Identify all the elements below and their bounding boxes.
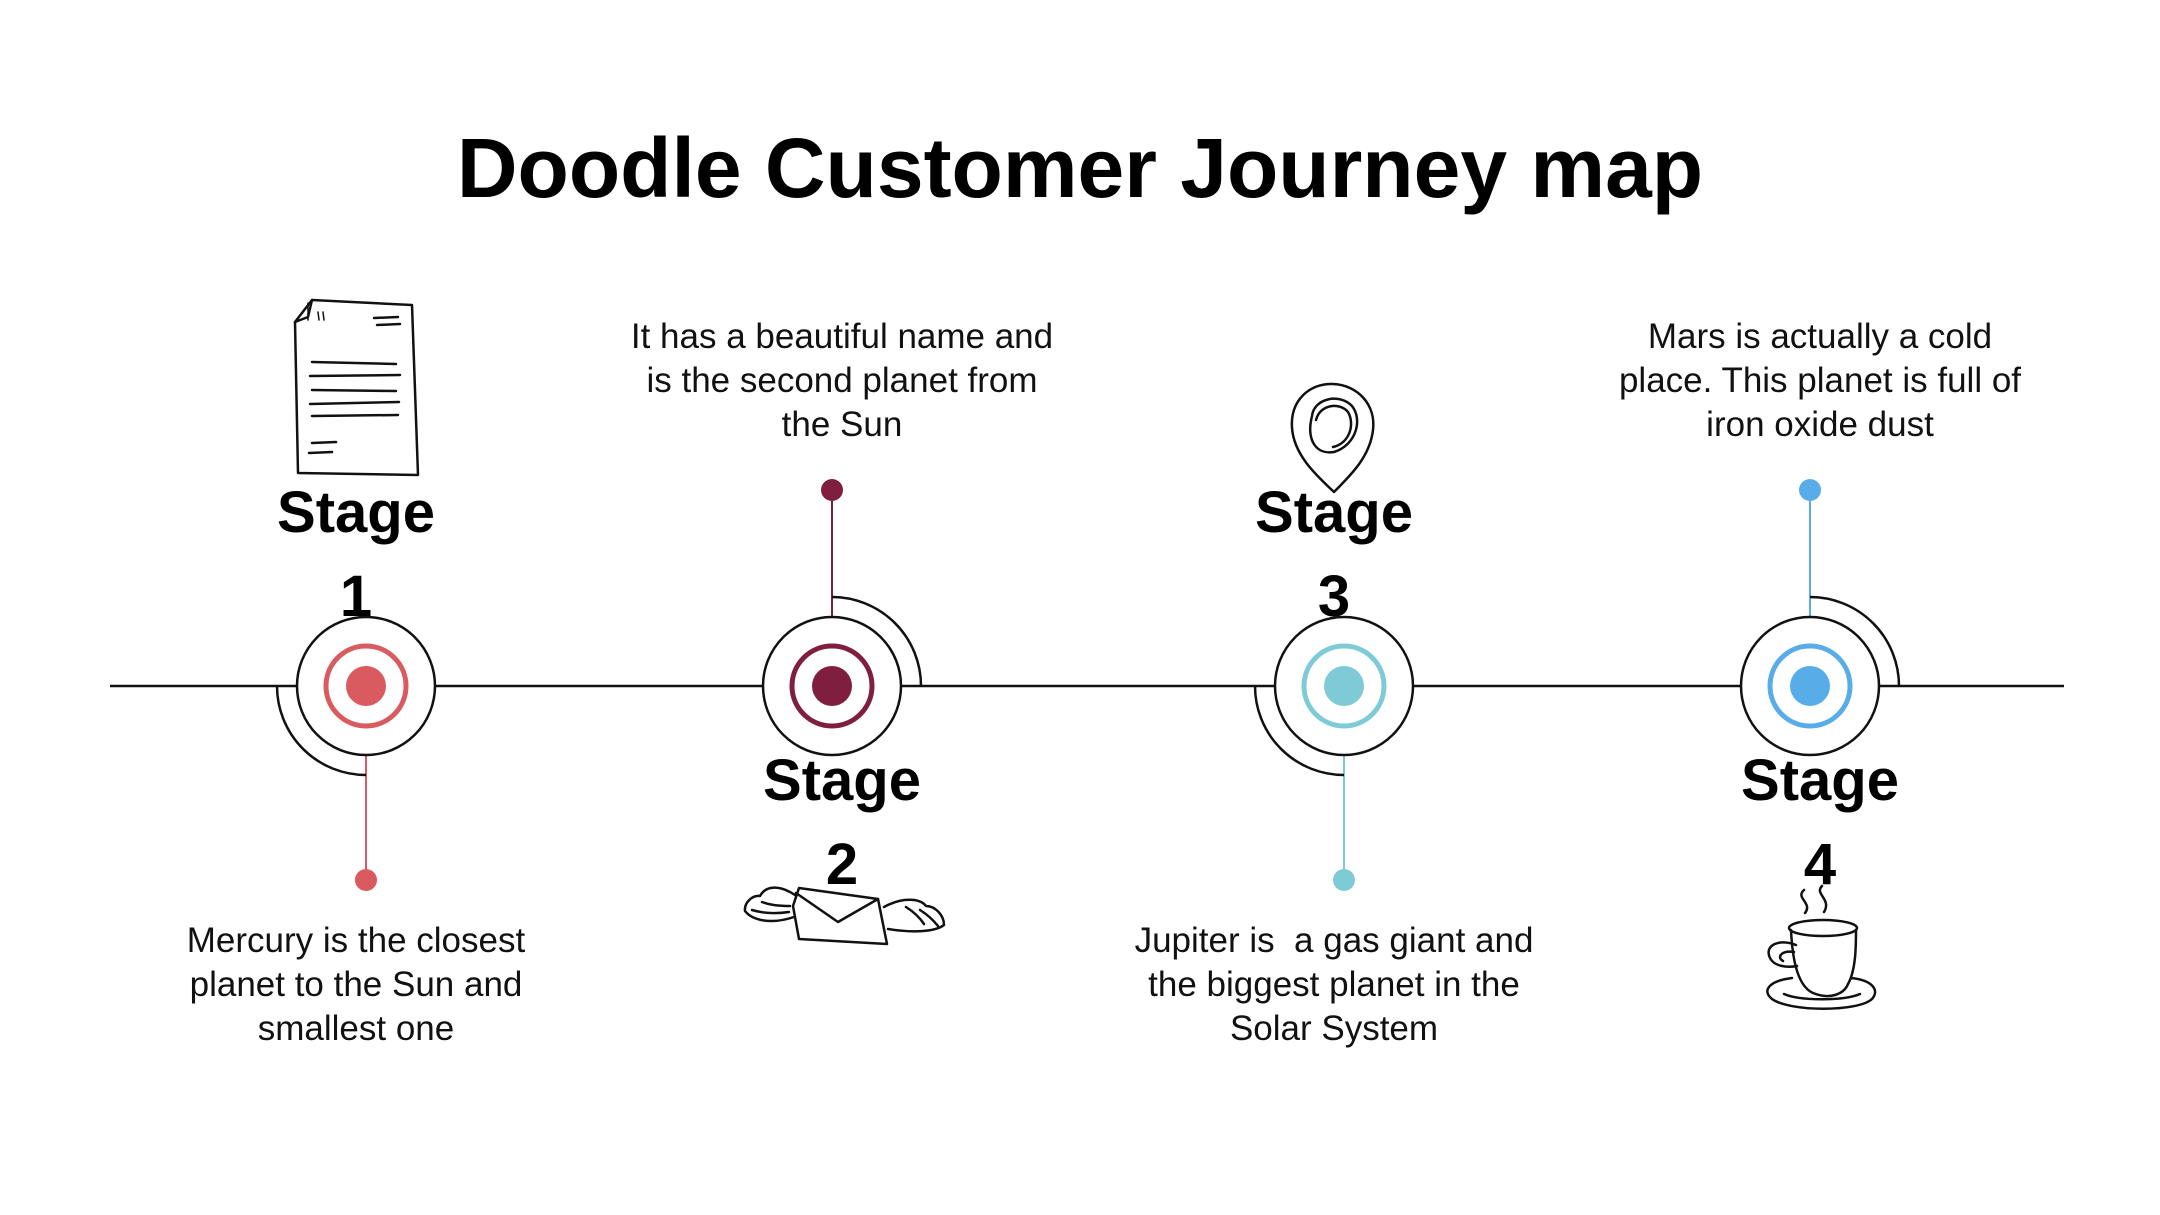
stage-3-inner-ring bbox=[1301, 643, 1387, 729]
stage-3-label: Stage bbox=[1255, 480, 1413, 545]
document-icon bbox=[293, 298, 420, 477]
stage-4-node bbox=[1739, 479, 1901, 757]
stage-3-description: Jupiter is a gas giant and the biggest p… bbox=[1099, 919, 1569, 1051]
stage-2-inner-ring bbox=[789, 643, 875, 729]
stage-1-label: Stage bbox=[277, 480, 435, 545]
stage-1-description-line: smallest one bbox=[257, 1009, 455, 1048]
stage-4-description-line: iron oxide dust bbox=[1706, 405, 1934, 444]
coffee-cup-icon bbox=[1766, 884, 1877, 1010]
map-pin-icon bbox=[1290, 382, 1375, 494]
stage-2-dot bbox=[821, 479, 843, 501]
stage-2-description-line: the Sun bbox=[781, 405, 903, 444]
stage-3-arc bbox=[1253, 685, 1345, 777]
page-title: Doodle Customer Journey map bbox=[456, 121, 1704, 215]
stage-3-dot bbox=[1333, 869, 1355, 891]
stage-1-description-line: Mercury is the closest bbox=[186, 921, 526, 960]
stage-3-number: 3 bbox=[1317, 564, 1351, 629]
stage-1-description-line: planet to the Sun and bbox=[189, 965, 523, 1004]
stage-4-center bbox=[1790, 666, 1830, 706]
stage-2-description-line: It has a beautiful name and bbox=[630, 317, 1054, 356]
stage-3-node bbox=[1253, 615, 1415, 891]
stage-4-number: 4 bbox=[1803, 832, 1837, 897]
stage-1-number: 1 bbox=[339, 564, 373, 629]
stage-3-description-line: the biggest planet in the bbox=[1148, 965, 1520, 1004]
stage-3-center bbox=[1324, 666, 1364, 706]
stage-4-label: Stage bbox=[1741, 748, 1899, 813]
stage-2-node bbox=[761, 479, 923, 757]
stage-4-description-line: place. This planet is full of bbox=[1618, 361, 2022, 400]
stage-1-node bbox=[275, 615, 437, 891]
stage-1-arc bbox=[275, 685, 367, 777]
stage-2-arc bbox=[831, 595, 923, 687]
stage-3-title: Stage 3 bbox=[1184, 471, 1484, 639]
stage-4-inner-ring bbox=[1767, 643, 1853, 729]
stage-3-description-line: Solar System bbox=[1229, 1009, 1439, 1048]
stage-2-description: It has a beautiful name and is the secon… bbox=[607, 315, 1077, 447]
winged-envelope-icon bbox=[743, 886, 946, 946]
stage-1-title: Stage 1 bbox=[206, 471, 506, 639]
stage-4-arc bbox=[1809, 595, 1901, 687]
stage-3-description-line: Jupiter is a gas giant and bbox=[1134, 921, 1534, 960]
stage-2-number: 2 bbox=[825, 832, 859, 897]
stage-4-dot bbox=[1799, 479, 1821, 501]
stage-4-description: Mars is actually a cold place. This plan… bbox=[1585, 315, 2055, 447]
stage-4-title: Stage 4 bbox=[1670, 739, 1970, 907]
stage-4-description-line: Mars is actually a cold bbox=[1647, 317, 1993, 356]
stage-1-center bbox=[346, 666, 386, 706]
stage-2-description-line: is the second planet from bbox=[646, 361, 1038, 400]
stage-1-inner-ring bbox=[323, 643, 409, 729]
stage-2-label: Stage bbox=[763, 748, 921, 813]
stage-1-description: Mercury is the closest planet to the Sun… bbox=[121, 919, 591, 1051]
stage-1-dot bbox=[355, 869, 377, 891]
stage-2-title: Stage 2 bbox=[692, 739, 992, 907]
stage-2-center bbox=[812, 666, 852, 706]
